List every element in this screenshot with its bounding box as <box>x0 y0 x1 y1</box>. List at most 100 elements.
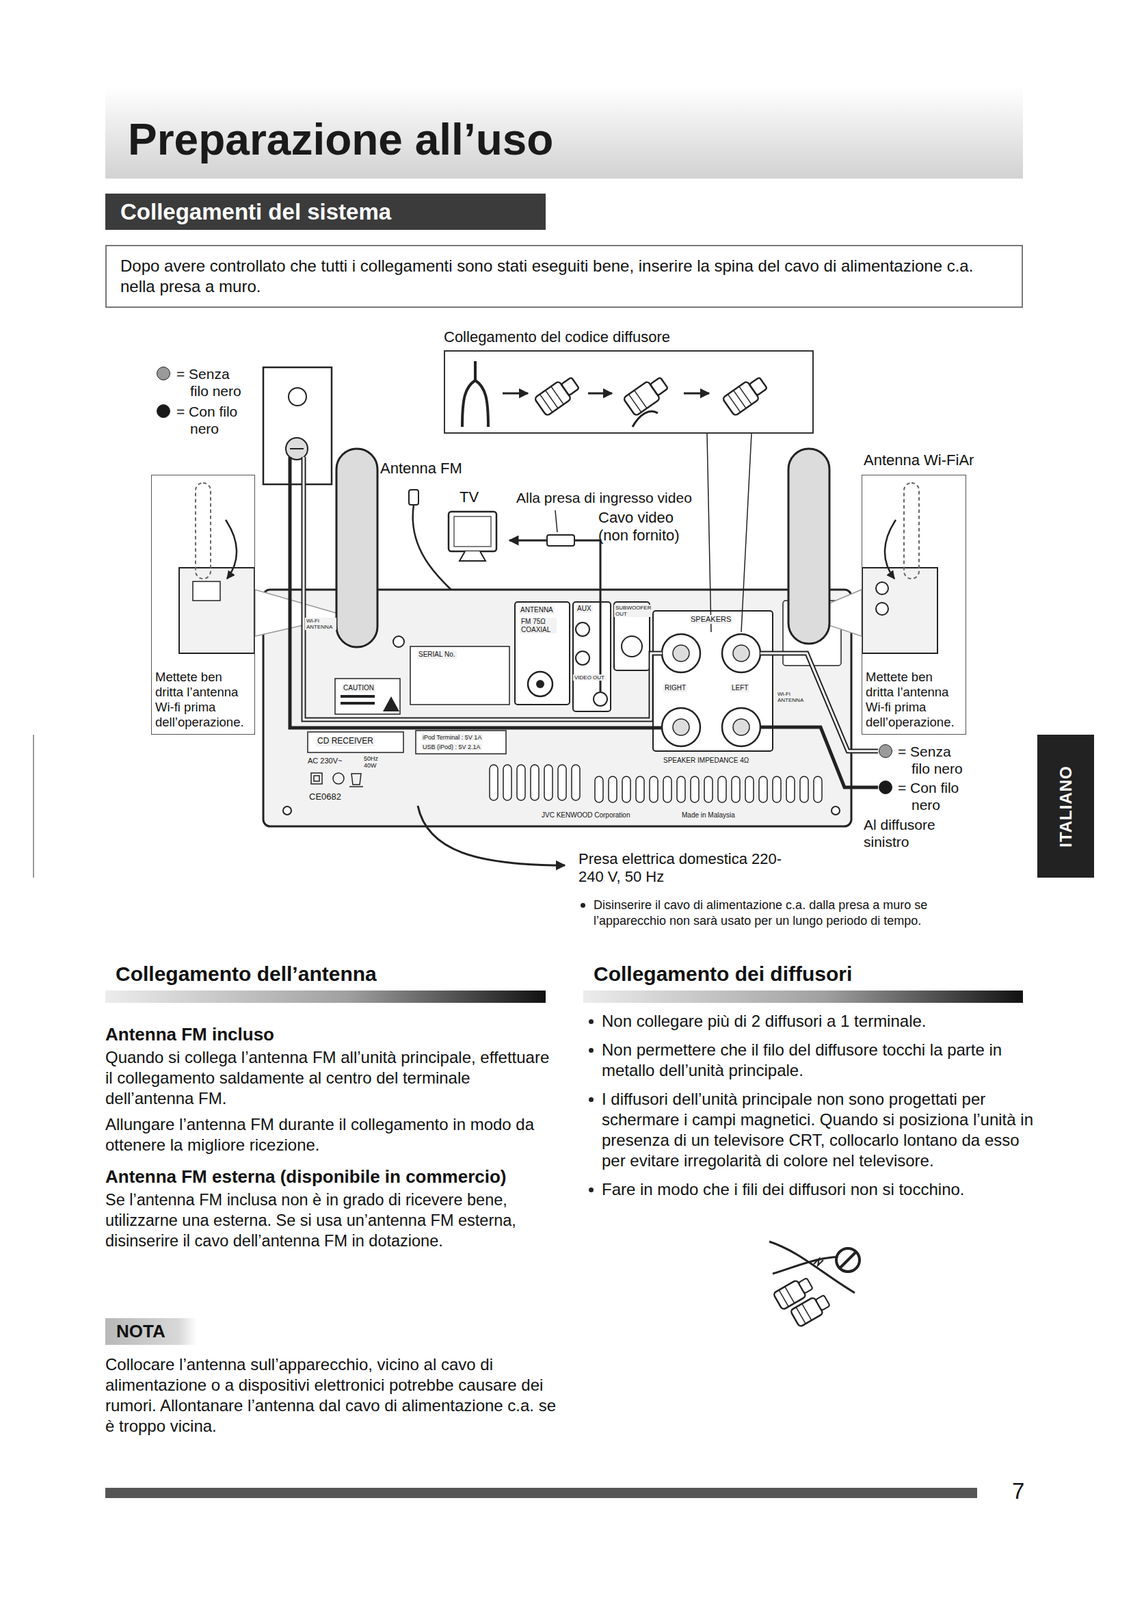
inset-art <box>903 482 920 579</box>
vent-slot <box>690 776 699 803</box>
vent-slot <box>516 764 526 801</box>
no-touch-art <box>778 1289 789 1307</box>
bullet-text: Non collegare più di 2 diffusori a 1 ter… <box>601 1010 1040 1032</box>
box-heading: Collegamento del codice diffusore <box>443 328 671 347</box>
speaker-wire-steps <box>462 361 770 427</box>
speaker-wire-steps <box>551 386 564 405</box>
footer-bar <box>105 1487 978 1498</box>
inset-box: Mettete ben dritta l’antenna Wi-fi prima… <box>861 474 967 735</box>
no-touch-art <box>836 1247 860 1272</box>
callout-label: Presa elettrica domestica 220-240 V, 50 … <box>578 849 784 886</box>
panel-marking: CAUTION <box>341 683 376 693</box>
tv-icon <box>459 551 486 561</box>
speaker-wire-steps <box>462 361 489 427</box>
inset-art <box>875 581 889 595</box>
heading-bar <box>105 990 1023 1003</box>
unit-body <box>313 775 320 781</box>
vent-slot <box>786 776 795 803</box>
unit-body <box>536 679 545 688</box>
unit-body <box>333 772 344 784</box>
legend-swatch <box>878 743 893 758</box>
vent-slot <box>731 776 740 803</box>
legend-text: = Senza filo nero <box>897 742 970 777</box>
panel-marking: Wi-Fi ANTENNA <box>304 617 337 630</box>
speaker-wire-steps <box>561 376 580 396</box>
note-text: Collocare l’antenna sull’apparecchio, vi… <box>105 1353 557 1436</box>
inset-note: Mettete ben dritta l’antenna Wi-fi prima… <box>865 669 964 730</box>
panel-marking: LEFT <box>730 683 750 693</box>
unit-body <box>672 718 690 736</box>
tv-icon <box>448 511 497 561</box>
no-touch-art <box>839 1251 857 1268</box>
section-band: Collegamenti del sistema <box>105 193 546 230</box>
panel-marking: SPEAKER IMPEDANCE 4Ω <box>661 756 751 765</box>
panel-marking: RIGHT <box>663 683 688 693</box>
unit-body <box>661 707 701 747</box>
side-rule <box>32 734 35 878</box>
legend-text: = Con filo nero <box>897 778 970 814</box>
vent-slot <box>759 776 768 803</box>
note-heading: NOTA <box>116 1321 166 1341</box>
page-title: Preparazione all’uso <box>127 114 554 166</box>
speaker-wire-steps <box>650 376 669 396</box>
unit-body <box>722 707 761 747</box>
unit-body <box>283 806 292 815</box>
unit-body <box>307 731 404 753</box>
callout-label: Alla presa di ingresso video <box>514 488 694 507</box>
wifi-antenna <box>336 448 378 647</box>
no-touch-art <box>815 1294 831 1311</box>
speaker-wire-steps <box>632 410 658 427</box>
vent-slot <box>772 776 781 803</box>
note-text: Dopo avere controllato che tutti i colle… <box>120 255 1008 297</box>
panel-marking: USB (iPod) : 5V 2.1A <box>421 743 483 751</box>
vent-slot <box>635 776 645 803</box>
bullet-dot <box>588 1096 594 1102</box>
inset-art <box>862 567 938 654</box>
speaker-wire <box>760 653 878 751</box>
unit-body <box>573 601 611 712</box>
bullet-dot <box>588 1047 594 1053</box>
unit-body <box>621 635 643 657</box>
bullet-dot <box>588 1018 594 1024</box>
no-touch-art <box>784 1286 795 1303</box>
bullet-dot <box>588 1187 594 1192</box>
unit-body <box>340 694 375 698</box>
side-rule <box>33 734 35 878</box>
speaker-plate <box>263 367 332 485</box>
body-text: Se l’antenna FM inclusa non è in grado d… <box>105 1189 550 1251</box>
unit-body <box>415 730 507 754</box>
unit-body <box>340 701 375 705</box>
heading-bar <box>583 990 1023 1003</box>
speaker-wire <box>741 433 752 632</box>
panel-marking: Made in Malaysia <box>680 810 737 820</box>
vent-slot <box>704 776 713 803</box>
header-gradient <box>105 86 1023 179</box>
note-band: NOTA <box>105 1317 197 1345</box>
footer-bar <box>105 1487 978 1498</box>
bullet-dot <box>580 902 586 908</box>
vent-slot <box>489 764 822 803</box>
vent-slot <box>557 764 567 801</box>
no-touch-art <box>798 1277 814 1294</box>
inset-note: Mettete ben dritta l’antenna Wi-fi prima… <box>155 669 253 730</box>
vent-slot <box>649 776 658 803</box>
tv-icon <box>448 511 497 552</box>
footnote: Disinserire il cavo di alimentazione c.a… <box>593 897 977 929</box>
section-heading: Collegamento dell’antenna <box>115 961 377 987</box>
illustration-box: Collegamento del codice diffusore <box>443 350 814 434</box>
legend-swatch <box>878 780 893 794</box>
video-cable <box>509 510 575 546</box>
speaker-wire-steps <box>588 392 612 395</box>
legend-text: = Con filo nero <box>176 402 249 437</box>
vent-slot <box>530 764 539 801</box>
callout-label: Cavo video (non fornito) <box>598 508 698 545</box>
panel-marking: AC 230V~ <box>306 756 344 766</box>
panel-marking: FM 75Ω COAXIAL <box>519 617 557 634</box>
unit-body <box>733 718 750 736</box>
no-touch-art <box>795 1306 806 1324</box>
callout-label: TV <box>459 488 479 507</box>
unit-body <box>593 692 608 706</box>
speaker-wire <box>760 726 878 788</box>
video-cable <box>547 534 575 546</box>
unit-body <box>514 601 570 705</box>
